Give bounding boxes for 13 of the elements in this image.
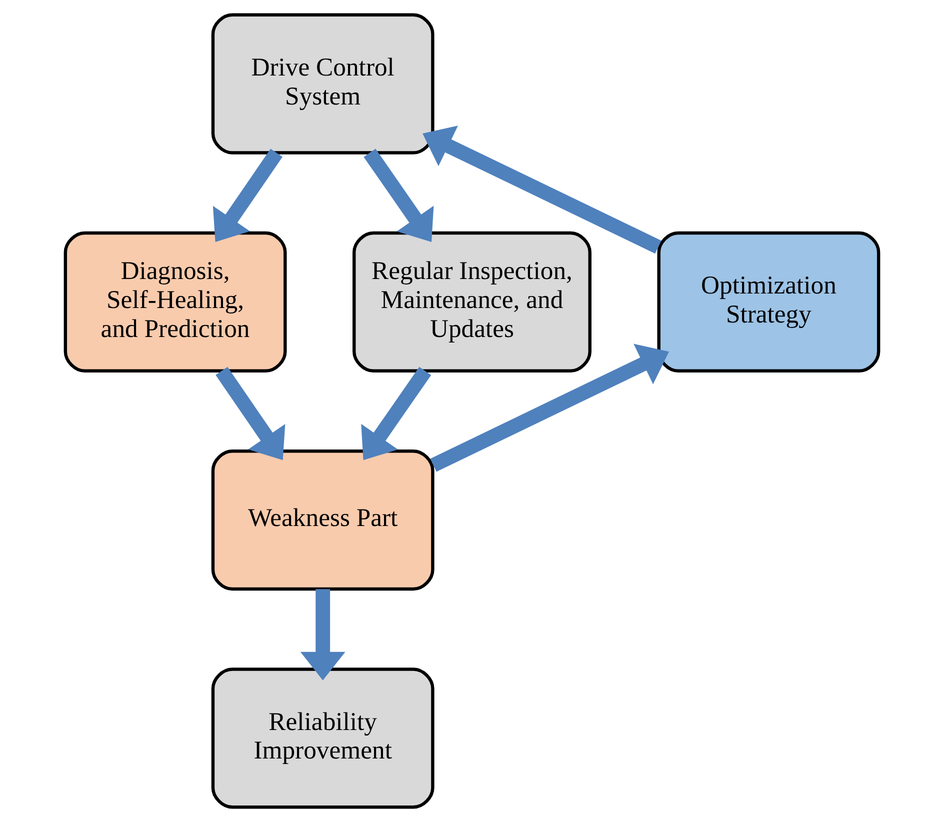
arrow [215, 366, 285, 460]
arrow [363, 148, 434, 242]
node-box: Diagnosis, Self-Healing, and Prediction [63, 231, 286, 372]
arrow [360, 366, 431, 460]
node-box: Optimization Strategy [656, 231, 880, 372]
arrow [212, 148, 282, 242]
arrow [430, 344, 668, 472]
node-box: Weakness Part [210, 450, 434, 591]
arrow [422, 126, 661, 254]
node-box: Drive Control System [210, 13, 434, 154]
node-box: Regular Inspection, Maintenance, and Updates [352, 231, 591, 372]
arrow [300, 589, 345, 680]
node-box: Reliability Improvement [210, 668, 434, 809]
